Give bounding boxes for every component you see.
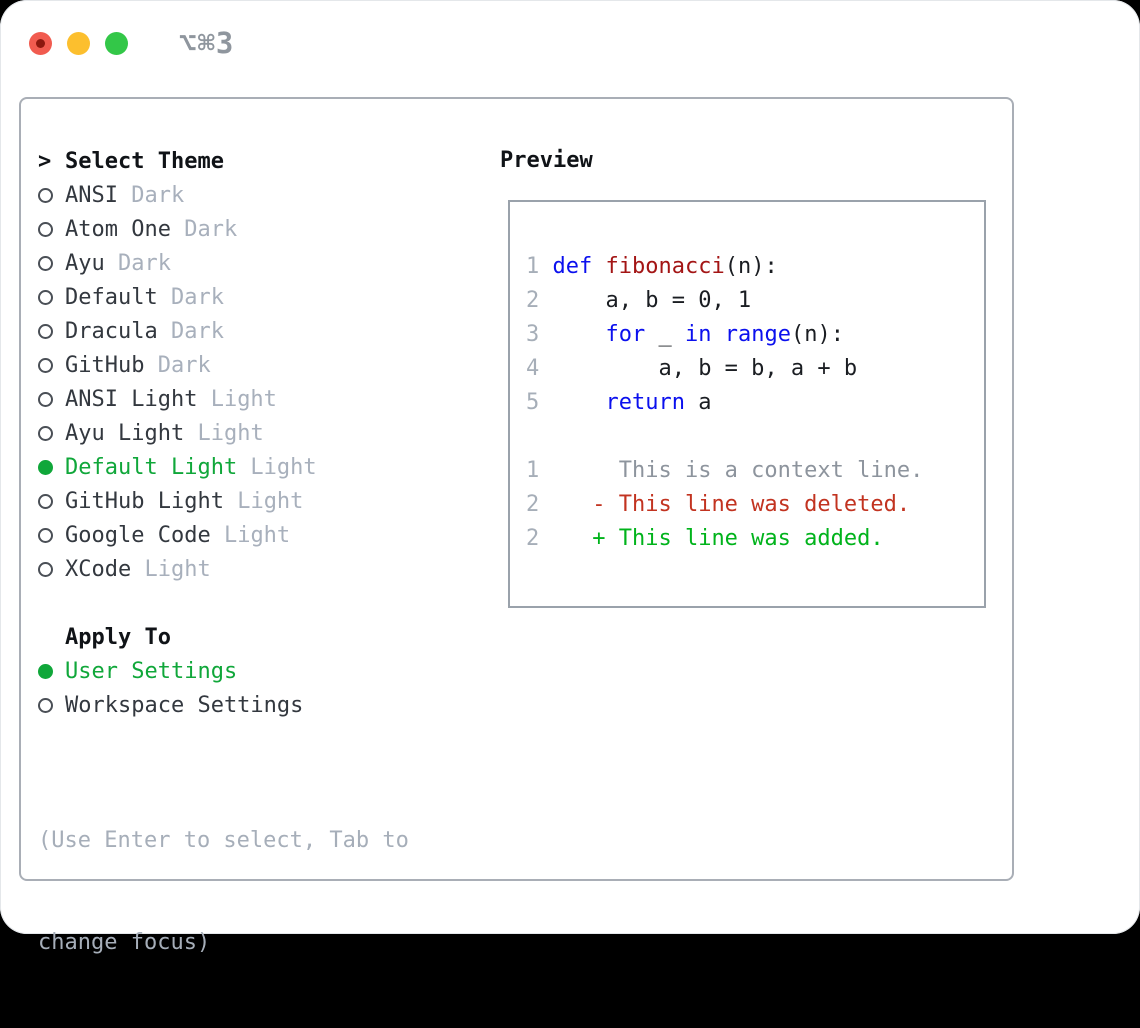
zoom-button[interactable] bbox=[105, 31, 128, 55]
option-label: User Settings bbox=[65, 658, 238, 684]
list-item[interactable]: Dracula Dark bbox=[38, 314, 409, 348]
code-line: 5 return a bbox=[526, 390, 712, 415]
list-item[interactable]: ANSI Dark bbox=[38, 178, 409, 212]
radio-icon bbox=[38, 561, 65, 577]
line-number: 4 bbox=[526, 356, 540, 381]
list-item[interactable]: User Settings bbox=[38, 654, 409, 688]
line-number: 1 bbox=[526, 458, 540, 483]
code-line: 1 def fibonacci(n): bbox=[526, 254, 778, 279]
select-theme-heading-label: Select Theme bbox=[65, 148, 224, 174]
hint-line-2: change focus) bbox=[38, 930, 211, 955]
option-variant: Light bbox=[223, 488, 304, 514]
list-item[interactable]: GitHub Light Light bbox=[38, 484, 409, 518]
code-line: 1 This is a context line. bbox=[526, 458, 924, 483]
list-item[interactable]: XCode Light bbox=[38, 552, 409, 586]
option-variant: Light bbox=[131, 556, 211, 582]
option-variant: Light bbox=[210, 522, 291, 548]
option-label: Ayu Light Light bbox=[65, 420, 264, 446]
hint-line-1: (Use Enter to select, Tab to bbox=[38, 828, 409, 853]
titlebar: ⌥⌘3 bbox=[29, 26, 234, 60]
list-item[interactable]: GitHub Dark bbox=[38, 348, 409, 382]
option-label: GitHub Dark bbox=[65, 352, 211, 378]
radio-icon bbox=[38, 221, 65, 237]
radio-icon bbox=[38, 255, 65, 271]
code-line: 4 a, b = b, a + b bbox=[526, 356, 858, 381]
option-label: Dracula Dark bbox=[65, 318, 224, 344]
option-label: GitHub Light Light bbox=[65, 488, 304, 514]
option-variant: Light bbox=[237, 454, 317, 480]
close-button[interactable] bbox=[29, 31, 52, 55]
line-number: 2 bbox=[526, 288, 540, 313]
code-line bbox=[526, 420, 984, 454]
list-item[interactable]: Default Light Light bbox=[38, 450, 409, 484]
option-label: Ayu Dark bbox=[65, 250, 171, 276]
list-item[interactable]: Default Dark bbox=[38, 280, 409, 314]
option-label: XCode Light bbox=[65, 556, 211, 582]
option-label: Workspace Settings bbox=[65, 692, 304, 718]
option-variant: Dark bbox=[157, 284, 224, 310]
option-variant: Dark bbox=[117, 182, 185, 208]
radio-icon bbox=[38, 493, 65, 509]
code-line: 3 for _ in range(n): bbox=[526, 322, 844, 347]
option-variant: Light bbox=[197, 386, 277, 412]
list-item[interactable]: Ayu Light Light bbox=[38, 416, 409, 450]
code-line: 2 a, b = 0, 1 bbox=[526, 288, 752, 313]
apply-to-heading-label: Apply To bbox=[65, 624, 171, 650]
line-number: 2 bbox=[526, 526, 540, 551]
option-variant: Light bbox=[184, 420, 264, 446]
list-item[interactable]: Google Code Light bbox=[38, 518, 409, 552]
window-title: ⌥⌘3 bbox=[179, 26, 235, 60]
apply-to-heading: Apply To bbox=[38, 620, 409, 654]
radio-icon bbox=[38, 289, 65, 305]
line-number: 2 bbox=[526, 492, 540, 517]
radio-icon bbox=[38, 425, 65, 441]
option-variant: Dark bbox=[170, 216, 238, 242]
list-item[interactable]: Atom One Dark bbox=[38, 212, 409, 246]
option-label: Google Code Light bbox=[65, 522, 291, 548]
radio-selected-icon bbox=[38, 459, 65, 475]
close-dot-icon bbox=[36, 38, 45, 48]
option-label: ANSI Dark bbox=[65, 182, 185, 208]
focus-caret-icon: > bbox=[38, 148, 52, 174]
option-label: Default Dark bbox=[65, 284, 224, 310]
line-number: 1 bbox=[526, 254, 540, 279]
code-line: 2 - This line was deleted. bbox=[526, 492, 911, 517]
option-variant: Dark bbox=[104, 250, 171, 276]
list-item[interactable]: Ayu Dark bbox=[38, 246, 409, 280]
radio-icon bbox=[38, 391, 65, 407]
radio-icon bbox=[38, 527, 65, 543]
preview-box: 1 def fibonacci(n): 2 a, b = 0, 1 3 for _ … bbox=[508, 200, 986, 608]
list-item[interactable]: Workspace Settings bbox=[38, 688, 409, 722]
option-label: ANSI Light Light bbox=[65, 386, 277, 412]
keyboard-hint: (Use Enter to select, Tab to change focu… bbox=[38, 756, 409, 1028]
option-label: Default Light Light bbox=[65, 454, 317, 480]
preview-heading: Preview bbox=[500, 148, 593, 173]
select-theme-heading: > Select Theme bbox=[38, 144, 409, 178]
option-label: Atom One Dark bbox=[65, 216, 238, 242]
radio-icon bbox=[38, 187, 65, 203]
radio-icon bbox=[38, 697, 65, 713]
code-line: 2 + This line was added. bbox=[526, 526, 884, 551]
line-number: 3 bbox=[526, 322, 540, 347]
radio-icon bbox=[38, 323, 65, 339]
option-variant: Dark bbox=[144, 352, 211, 378]
radio-selected-icon bbox=[38, 663, 65, 679]
minimize-button[interactable] bbox=[67, 31, 90, 55]
radio-icon bbox=[38, 357, 65, 373]
code-block: 1 def fibonacci(n): 2 a, b = 0, 1 3 for _ … bbox=[510, 202, 984, 556]
list-item[interactable]: ANSI Light Light bbox=[38, 382, 409, 416]
option-variant: Dark bbox=[157, 318, 224, 344]
line-number: 5 bbox=[526, 390, 540, 415]
